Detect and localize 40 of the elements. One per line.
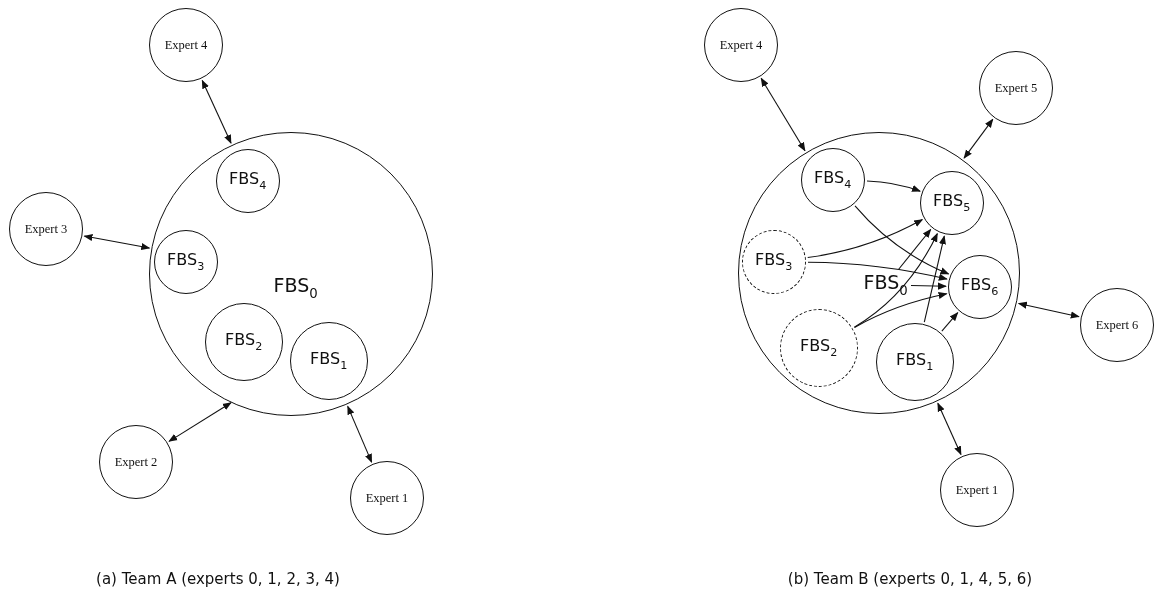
node-label: FBS$_{1}$ bbox=[310, 350, 348, 371]
arrow bbox=[853, 292, 948, 329]
node-label: Expert 6 bbox=[1095, 317, 1139, 333]
panel-caption: (b) Team B (experts 0, 1, 4, 5, 6) bbox=[787, 570, 1033, 588]
node-label: FBS$_{3}$ bbox=[167, 251, 205, 272]
node-label: FBS$_{5}$ bbox=[933, 192, 971, 213]
node-label: FBS$_{0}$ bbox=[863, 272, 908, 297]
arrow bbox=[941, 312, 959, 332]
arrow bbox=[898, 228, 932, 270]
arrow bbox=[866, 180, 921, 192]
arrow bbox=[807, 219, 924, 259]
arrow bbox=[760, 77, 806, 152]
node-label: Expert 3 bbox=[24, 221, 68, 237]
node-label: FBS$_{0}$ bbox=[273, 275, 318, 300]
arrow bbox=[1017, 301, 1080, 319]
arrow bbox=[910, 282, 947, 290]
arrow bbox=[168, 402, 232, 442]
node-label: FBS$_{1}$ bbox=[896, 351, 934, 372]
node-label: FBS$_{6}$ bbox=[961, 276, 999, 297]
arrow bbox=[347, 405, 373, 463]
node-label: Expert 1 bbox=[955, 482, 999, 498]
node-label: FBS$_{4}$ bbox=[814, 169, 852, 190]
arrow bbox=[923, 235, 946, 323]
node-label: FBS$_{4}$ bbox=[229, 170, 267, 191]
arrow bbox=[201, 79, 232, 144]
panel-caption: (a) Team A (experts 0, 1, 2, 3, 4) bbox=[96, 570, 340, 588]
node-label: Expert 4 bbox=[164, 37, 208, 53]
node-label: Expert 1 bbox=[365, 490, 409, 506]
arrow bbox=[83, 233, 151, 251]
node-label: Expert 2 bbox=[114, 454, 158, 470]
node-label: FBS$_{2}$ bbox=[800, 337, 838, 358]
node-label: Expert 4 bbox=[719, 37, 763, 53]
node-label: FBS$_{3}$ bbox=[755, 251, 793, 272]
arrow bbox=[807, 261, 948, 281]
arrow bbox=[854, 205, 950, 275]
arrow bbox=[853, 232, 938, 328]
node-label: FBS$_{2}$ bbox=[225, 331, 263, 352]
node-label: Expert 5 bbox=[994, 80, 1038, 96]
arrow bbox=[937, 402, 962, 456]
arrow bbox=[963, 118, 994, 159]
